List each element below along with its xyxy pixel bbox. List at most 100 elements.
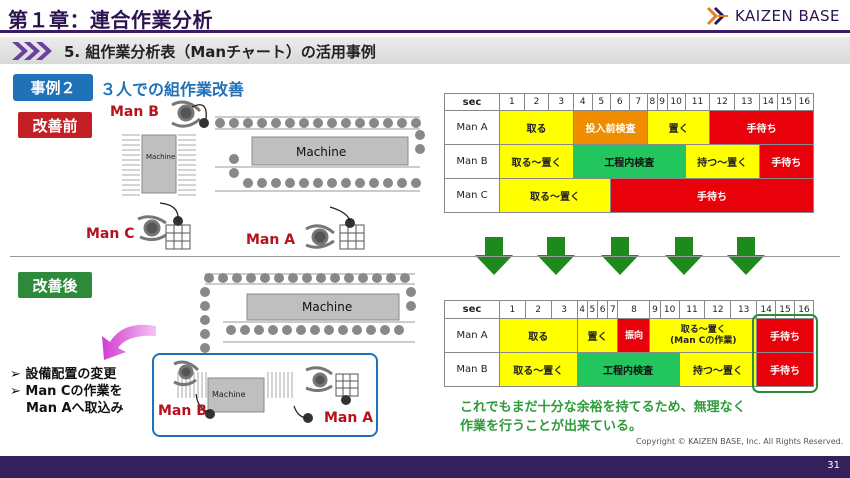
idle-time-highlight (752, 314, 818, 393)
down-arrows (475, 237, 765, 275)
sec-header: sec (444, 93, 500, 111)
company-logo: KAIZEN BASE (706, 6, 840, 26)
task-block: 置く (647, 110, 711, 145)
after-layout-diagram (200, 273, 416, 353)
parts-tray-icon (335, 373, 359, 397)
sec-cell: 5 (591, 93, 612, 111)
sec-cell: 10 (659, 300, 680, 319)
task-block: 手待ち (709, 110, 814, 145)
sec-cell: 10 (666, 93, 686, 111)
change-bullets: ➢ 設備配置の変更 ➢ Man Cの作業を Man Aへ取込み (10, 366, 124, 417)
gantt-row-man-c: Man C 取る～置く 手待ち (444, 178, 814, 213)
sec-cell: 15 (776, 93, 796, 111)
task-block: 取る (499, 318, 578, 353)
task-block: 工程内検査 (573, 144, 686, 179)
bullet-item: ➢ Man Cの作業を (10, 384, 123, 399)
conclusion-line: これでもまだ十分な余裕を持てるため、無理なく (460, 400, 746, 415)
sec-cell: 8 (647, 93, 658, 111)
sec-cell: 11 (678, 300, 706, 319)
task-block: 手待ち (756, 352, 814, 387)
big-machine-label-after: Machine (302, 300, 353, 314)
gantt-row-man-b: Man B 取る～置く 工程内検査 持つ～置く 手待ち (444, 352, 814, 387)
task-block: 取る～置く (499, 352, 578, 387)
sec-cell: 7 (607, 300, 619, 319)
sec-cell: 12 (709, 93, 735, 111)
gantt-header-row: sec 1 2 3 4 5 6 7 8 9 10 11 12 13 14 15 … (444, 93, 815, 111)
task-block: 手待ち (758, 144, 815, 179)
sec-cell: 1 (499, 300, 526, 319)
sec-cell: 13 (733, 93, 760, 111)
sec-cell: 2 (523, 93, 550, 111)
small-machine-box (141, 134, 177, 194)
sec-cell: 3 (550, 300, 578, 319)
task-block: 取る～置く (498, 144, 575, 179)
curved-arrow-icon (102, 324, 156, 360)
conveyor-rollers (215, 118, 425, 188)
task-block: 投入前検査 (573, 110, 649, 145)
sec-cell: 2 (524, 300, 552, 319)
sec-cell: 3 (548, 93, 575, 111)
man-c-label: Man C (86, 226, 135, 242)
example-badge: 事例２ (13, 74, 93, 101)
gantt-before-table: sec 1 2 3 4 5 6 7 8 9 10 11 12 13 14 15 … (444, 93, 815, 213)
bullet-arrow-icon: ➢ (10, 367, 26, 382)
row-label: Man A (444, 110, 500, 145)
section-bar (0, 37, 850, 64)
before-badge: 改善前 (18, 112, 92, 138)
task-block: 振向 (617, 318, 651, 353)
before-layout-diagram (122, 100, 425, 250)
gantt-row-man-a: Man A 取る 投入前検査 置く 手待ち (444, 110, 814, 145)
gantt-row-man-a: Man A 取る 置く 振向 取る～置く (Man Cの作業) 手待ち (444, 318, 814, 353)
bullet-item: Man Aへ取込み (26, 401, 124, 416)
after-layout-box (152, 353, 378, 437)
conclusion-text: これでもまだ十分な余裕を持てるため、無理なく 作業を行うことが出来ている。 (460, 398, 746, 436)
parts-tray-icon (165, 224, 365, 250)
task-block: 置く (576, 318, 619, 353)
row-label: Man A (444, 318, 500, 353)
copyright: Copyright © KAIZEN BASE, Inc. All Rights… (636, 437, 844, 446)
header-divider (0, 30, 850, 33)
man-b-label-after: Man B (158, 403, 207, 419)
sec-cell: 6 (596, 300, 609, 319)
sec-cell: 6 (610, 93, 630, 111)
footer-bar (0, 456, 850, 478)
task-block: 手待ち (756, 318, 814, 353)
worker-icon (173, 360, 333, 393)
sec-cell: 4 (573, 93, 593, 111)
bullet-arrow-icon: ➢ (10, 384, 26, 399)
task-block: 持つ～置く (678, 352, 758, 387)
sec-cell: 1 (499, 93, 525, 111)
worker-icon (137, 100, 335, 249)
big-machine-label: Machine (296, 145, 347, 159)
conveyor-icon (215, 116, 420, 192)
sec-cell: 5 (586, 300, 599, 319)
sec-cell: 9 (649, 300, 661, 319)
man-a-label-after: Man A (324, 410, 374, 426)
sec-cell: 11 (684, 93, 711, 111)
task-block: 工程内検査 (576, 352, 680, 387)
sec-cell: 9 (656, 93, 668, 111)
row-label: Man C (444, 178, 500, 213)
section-title: 5. 組作業分析表（Manチャート）の活用事例 (64, 43, 376, 61)
man-b-label: Man B (110, 104, 159, 120)
sec-cell: 14 (758, 93, 778, 111)
man-a-label: Man A (246, 232, 296, 248)
sec-cell: 8 (617, 300, 651, 319)
sec-cell: 4 (576, 300, 588, 319)
small-machine-box (207, 377, 265, 413)
task-block: 取る (498, 110, 575, 145)
gantt-row-man-b: Man B 取る～置く 工程内検査 持つ～置く 手待ち (444, 144, 815, 179)
chapter-title: 第１章：連合作業分析 (8, 8, 213, 32)
sec-cell: 12 (704, 300, 732, 319)
page-number: 31 (827, 460, 840, 471)
section-arrow-icon (12, 42, 52, 60)
row-label: Man B (444, 352, 500, 387)
task-block: 手待ち (610, 178, 814, 213)
task-block: 持つ～置く (684, 144, 760, 179)
kaizen-logo-icon (706, 6, 728, 26)
section-divider (10, 256, 840, 257)
conclusion-line: 作業を行うことが出来ている。 (460, 419, 643, 434)
logo-text: KAIZEN BASE (734, 7, 840, 25)
row-label: Man B (444, 144, 500, 179)
sec-cell: 16 (794, 93, 815, 111)
